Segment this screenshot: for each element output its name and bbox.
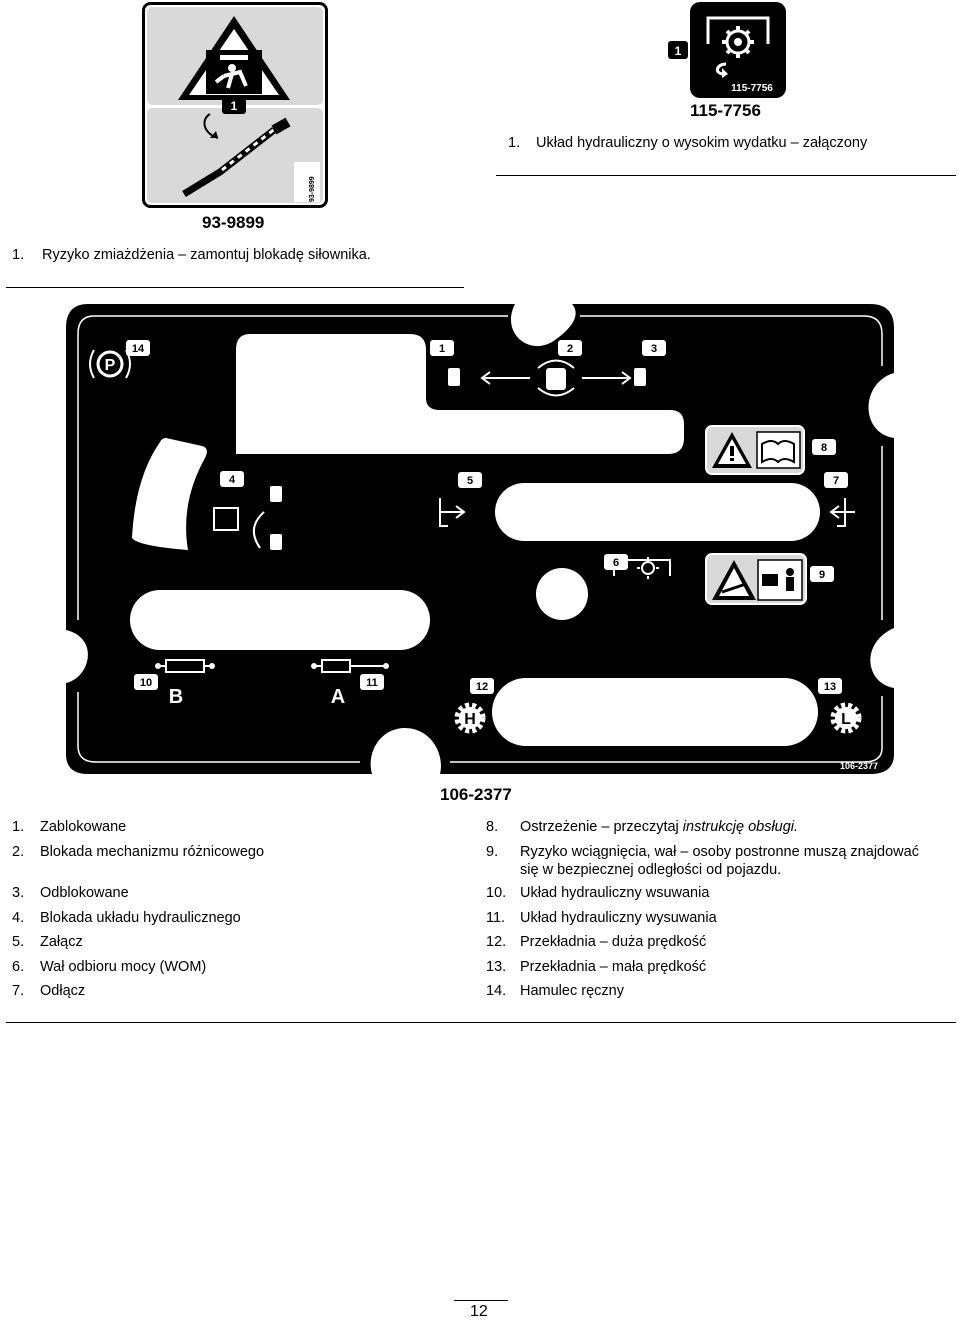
caption-text: Układ hydrauliczny o wysokim wydatku – z… [536,135,868,151]
diff-lock-icon [537,359,575,397]
manual-book-icon [761,440,795,464]
svg-text:L: L [841,711,851,728]
high-speed-icon: H [454,702,486,734]
callout-1: 1 [439,343,445,355]
legend-item: 7.Odłącz [12,983,86,999]
callout-8: 8 [821,442,827,454]
callout-2: 2 [567,343,573,355]
decal-inner-code: 106-2377 [840,761,878,771]
legend-item: 13.Przekładnia – mała prędkość [486,959,707,975]
caption-num: 1. [12,247,25,263]
slot-left [130,590,430,650]
slot-middle [495,483,820,541]
slot-curved [132,438,207,550]
lock-icon [448,368,460,386]
legend-item: 12.Przekładnia – duża prędkość [486,934,707,950]
caption-115-7756: 1. Układ hydrauliczny o wysokim wydatku –… [508,135,867,151]
parking-brake-icon: P [89,349,131,379]
callout-7: 7 [833,475,839,487]
callout-10: 10 [140,677,152,689]
page-number-rule [454,1300,508,1301]
hole [536,568,588,620]
legend-item: 3.Odblokowane [12,885,129,901]
callout-14: 14 [132,343,145,355]
legend-item: 5.Załącz [12,934,83,950]
legend-item: 14.Hamulec ręczny [486,983,624,999]
callout-12: 12 [476,681,488,693]
caption-num: 1. [508,135,521,151]
page-number: 12 [470,1303,488,1320]
decal-side-code: 93-9899 [309,176,316,202]
vehicle-icon [762,574,778,586]
gear-icon [637,557,659,579]
decal-93-9899: 93-9899 1 [142,2,328,208]
bystander-icon [786,568,794,576]
callout-1: 1 [675,44,682,58]
callout-3: 3 [651,343,657,355]
callout-4: 4 [229,474,236,486]
lock-icon [270,534,282,550]
callout-1: 1 [231,99,238,113]
legend-right: 8.Ostrzeżenie – przeczytaj instrukcję ob… [486,818,956,1008]
callout-6: 6 [613,557,619,569]
svg-text:H: H [464,711,476,728]
decal-inner-code: 115-7756 [731,83,773,94]
decal-code-93-9899: 93-9899 [202,213,265,232]
gear-icon [722,26,754,58]
letter-b: B [169,686,183,708]
decal-code-115-7756: 115-7756 [690,101,761,120]
legend-item: 1.Zablokowane [12,819,127,835]
caption-text: Ryzyko zmiażdżenia – zamontuj blokadę si… [42,247,371,263]
legend-item: 9.Ryzyko wciągnięcia, wał – osoby postro… [486,844,919,878]
decal-115-7756: 115-7756 1 [668,2,786,98]
divider [6,1022,956,1023]
letter-a: A [331,686,345,708]
low-speed-icon: L [830,702,862,734]
callout-11: 11 [366,677,378,689]
legend-item: 10.Układ hydrauliczny wsuwania [486,885,710,901]
caption-93-9899: 1. Ryzyko zmiażdżenia – zamontuj blokadę … [12,247,371,263]
divider [6,287,464,288]
unlock-icon [634,368,646,386]
callout-9: 9 [819,569,825,581]
legend-item: 6.Wał odbioru mocy (WOM) [12,959,207,975]
legend-item: 2.Blokada mechanizmu różnicowego [12,844,265,860]
legend-item: 8.Ostrzeżenie – przeczytaj instrukcję ob… [486,819,799,835]
legend-left: 1.Zablokowane 2.Blokada mechanizmu różni… [12,818,452,1008]
decal-106-2377: P H L B A 14 1 2 3 8 4 5 7 6 9 10 11 12 … [66,304,894,774]
legend-item: 4.Blokada układu hydraulicznego [12,910,241,926]
slot-bottom [492,678,818,746]
slot-top [236,334,684,454]
unlock-icon [270,486,282,502]
divider [496,175,956,176]
callout-13: 13 [824,681,836,693]
callout-5: 5 [467,475,473,487]
legend-item: 11.Układ hydrauliczny wysuwania [486,910,717,926]
decal-code-106-2377: 106-2377 [440,785,512,804]
svg-text:P: P [105,357,116,374]
